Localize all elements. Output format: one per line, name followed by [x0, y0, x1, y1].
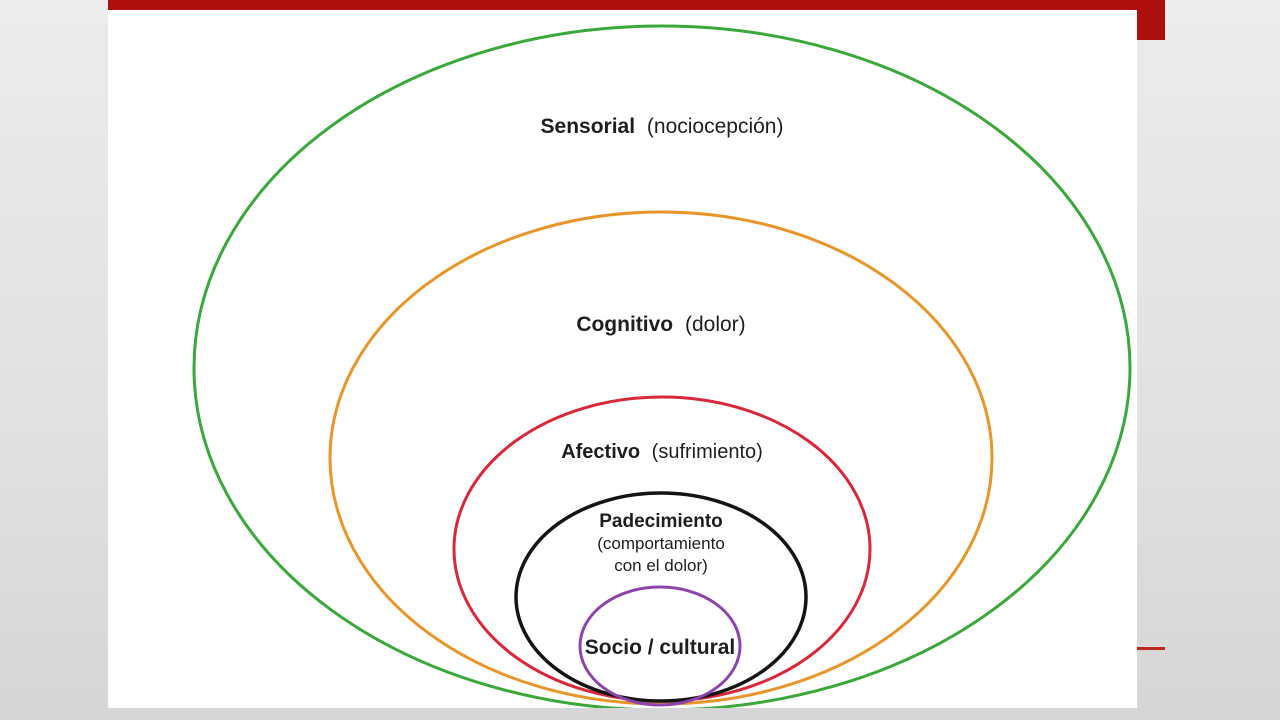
label-socio-cultural: Socio / cultural	[585, 636, 736, 659]
pain-dimensions-diagram: Sensorial (nociocepción) Cognitivo (dolo…	[108, 10, 1137, 708]
label-sensorial: Sensorial (nociocepción)	[541, 115, 784, 138]
label-afectivo: Afectivo (sufrimiento)	[561, 441, 763, 463]
label-cognitivo: Cognitivo (dolor)	[576, 313, 745, 336]
label-padecimiento-detail-1: (comportamiento	[597, 534, 725, 553]
ellipse-padecimiento	[514, 491, 808, 703]
ellipse-socio-cultural	[578, 585, 742, 707]
label-padecimiento: Padecimiento	[599, 511, 723, 532]
label-padecimiento-detail-2: con el dolor)	[614, 556, 708, 575]
ellipse-sensorial	[192, 24, 1132, 708]
nested-ellipses-svg: Sensorial (nociocepción) Cognitivo (dolo…	[192, 24, 1132, 708]
right-accent-line	[1136, 647, 1165, 650]
